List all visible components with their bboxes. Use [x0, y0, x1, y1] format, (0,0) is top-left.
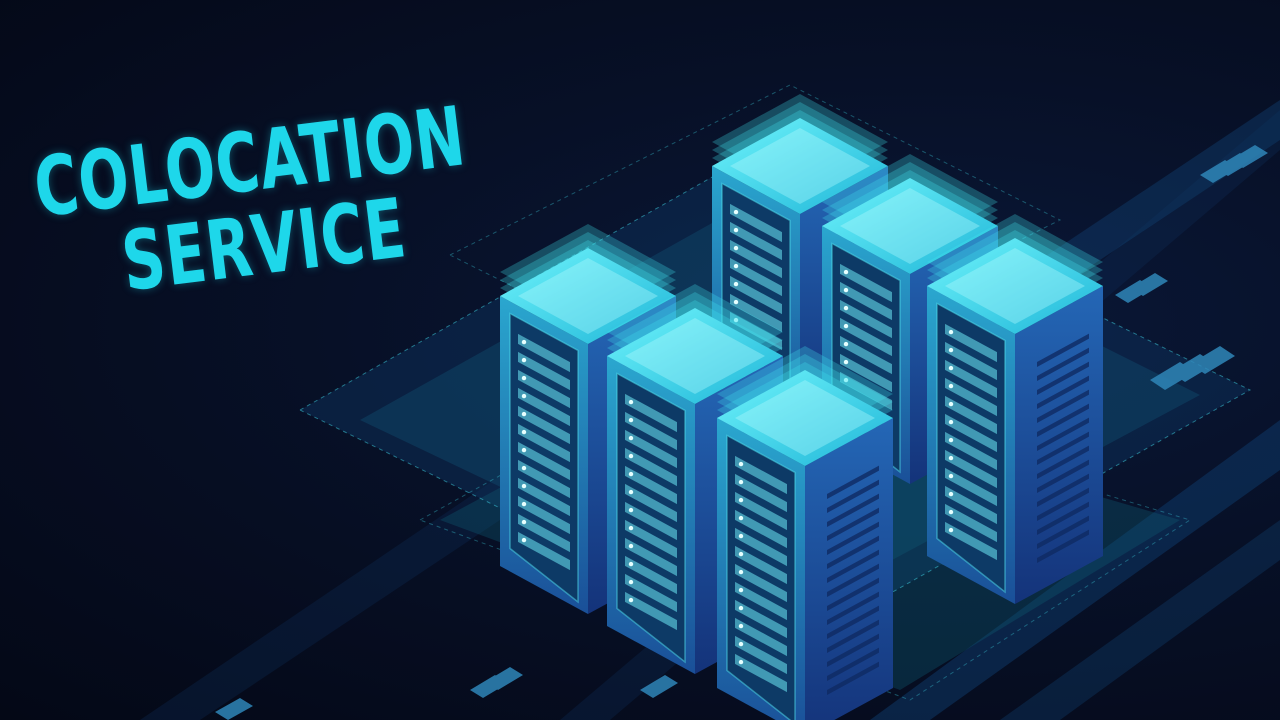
server-rack — [500, 224, 676, 614]
server-rack — [717, 346, 893, 720]
chevron-arrows-icon — [215, 145, 1268, 720]
server-rack — [927, 214, 1103, 604]
server-racks — [500, 94, 1103, 720]
